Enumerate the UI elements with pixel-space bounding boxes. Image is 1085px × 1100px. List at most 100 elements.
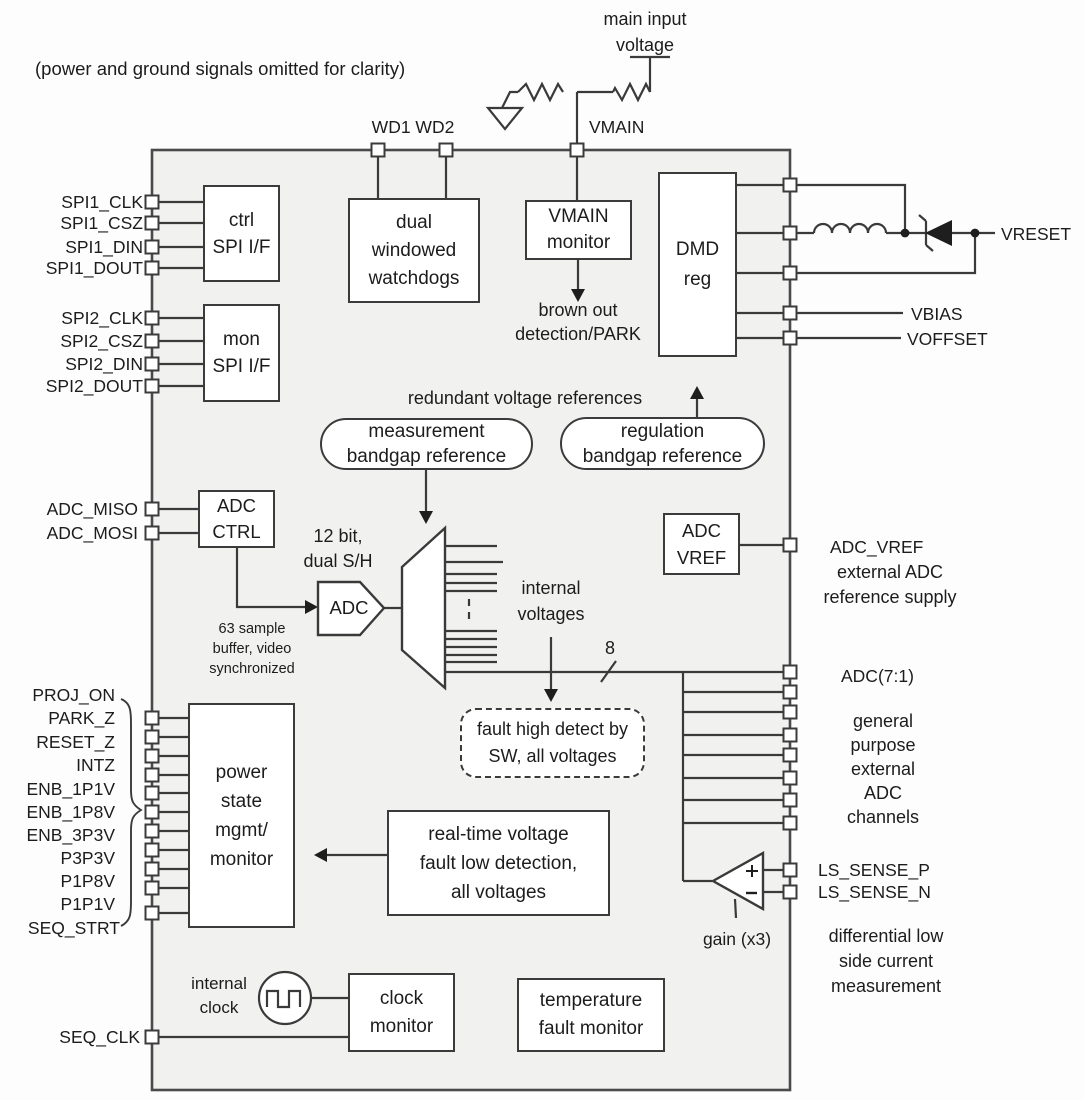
pin-voffset: [782, 330, 798, 346]
adc-spec-note: 12 bit,dual S/H: [303, 526, 373, 571]
pin-label-adc-vref: ADC_VREF: [830, 537, 924, 557]
pin-adc-ch7: [782, 815, 798, 831]
inductor-icon: [812, 222, 888, 234]
resistor-icon: [517, 81, 564, 103]
pin-p1p1v: [144, 880, 160, 896]
pin-spi1-din: [144, 239, 160, 255]
junction-dot: [900, 228, 910, 238]
pin-label-intz: INTZ: [76, 755, 115, 775]
pin-label-enb-3p3v: ENB_3P3V: [26, 825, 115, 845]
pin-label-spi2-dout: SPI2_DOUT: [45, 376, 143, 396]
pin-label-adc-miso: ADC_MISO: [46, 499, 138, 519]
pin-spi2-din: [144, 356, 160, 372]
zener-diode-icon: [925, 220, 952, 246]
pin-label-adc-bus: ADC(7:1): [841, 666, 914, 686]
pin-spi1-csz: [144, 215, 160, 231]
pin-label-spi1-din: SPI1_DIN: [65, 237, 143, 257]
pin-label-spi2-din: SPI2_DIN: [65, 354, 143, 374]
pin-label-p3p3v: P3P3V: [60, 848, 115, 868]
comparator-icon: [710, 850, 765, 912]
pin-adc-vref: [782, 537, 798, 553]
vmain-pin-label: VMAIN: [589, 117, 645, 137]
pin-label-p1p1v: P1P1V: [60, 894, 115, 914]
pin-label-spi1-csz: SPI1_CSZ: [60, 213, 143, 233]
arrow-measbandgap-down: [419, 511, 433, 524]
redundant-refs-label: redundant voltage references: [407, 388, 643, 408]
pin-label-adc-mosi: ADC_MOSI: [46, 523, 138, 543]
pin-label-ls-sense-p: LS_SENSE_P: [818, 860, 930, 880]
pin-p1p8v: [144, 861, 160, 877]
clarity-note: (power and ground signals omitted for cl…: [35, 58, 406, 79]
pin-label-seq-strt: SEQ_STRT: [27, 918, 120, 938]
pin-wd1: [370, 142, 386, 158]
pin-ls-sense-n: [782, 884, 798, 900]
pin-intz: [144, 767, 160, 783]
pin-enb-3p3v: [144, 823, 160, 839]
pin-label-enb-1p1v: ENB_1P1V: [26, 779, 115, 799]
pin-label-spi2-clk: SPI2_CLK: [61, 308, 143, 328]
pin-adc-bus: [782, 664, 798, 680]
arrow-regbandgap-up: [690, 386, 704, 399]
pin-squares: [144, 142, 798, 1045]
junction-dot: [970, 228, 980, 238]
resistor-icon: [612, 81, 651, 103]
pin-label-spi1-dout: SPI1_DOUT: [45, 258, 143, 278]
pin-group-brace: [120, 698, 143, 927]
pin-wd2: [438, 142, 454, 158]
pin-dmd-2: [782, 225, 798, 241]
pin-label-ls-sense-n: LS_SENSE_N: [818, 882, 931, 902]
pin-spi1-clk: [144, 194, 160, 210]
pin-vmain: [569, 142, 585, 158]
arrow-adcctrl-to-adc: [305, 600, 318, 614]
pin-enb-1p8v: [144, 804, 160, 820]
mux-shape: [400, 525, 447, 691]
pin-adc-ch3: [782, 727, 798, 743]
ground-icon: [485, 106, 525, 131]
pin-label-voffset: VOFFSET: [907, 329, 988, 349]
arrow-faultlow-to-powerstate: [314, 848, 327, 862]
pin-spi2-csz: [144, 333, 160, 349]
pin-adc-miso: [144, 501, 160, 517]
adc-pentagon-label: ADC: [329, 597, 369, 618]
comparator-plus-sign: [746, 865, 758, 877]
pin-label-spi1-clk: SPI1_CLK: [61, 192, 143, 212]
pin-dmd-3: [782, 265, 798, 281]
pin-proj-on: [144, 710, 160, 726]
pin-label-park-z: PARK_Z: [48, 708, 115, 728]
gain-label: gain (x3): [702, 929, 772, 949]
pin-spi1-dout: [144, 260, 160, 276]
arrow-internalvolt-down: [544, 689, 558, 702]
pin-adc-mosi: [144, 525, 160, 541]
bus-width-label: 8: [604, 638, 615, 658]
square-wave-icon: [265, 989, 302, 1009]
pin-label-reset-z: RESET_Z: [36, 732, 115, 752]
adc-pentagon: [316, 580, 386, 637]
pin-p3p3v: [144, 842, 160, 858]
pin-adc-ch5: [782, 770, 798, 786]
pin-reset-z: [144, 748, 160, 764]
pin-adc-ch6: [782, 792, 798, 808]
pin-label-spi2-csz: SPI2_CSZ: [60, 331, 143, 351]
pin-label-proj-on: PROJ_ON: [32, 685, 115, 705]
clock-source-icon: [257, 970, 313, 1026]
pin-enb-1p1v: [144, 785, 160, 801]
wd-pins-label: WD1 WD2: [371, 117, 455, 137]
